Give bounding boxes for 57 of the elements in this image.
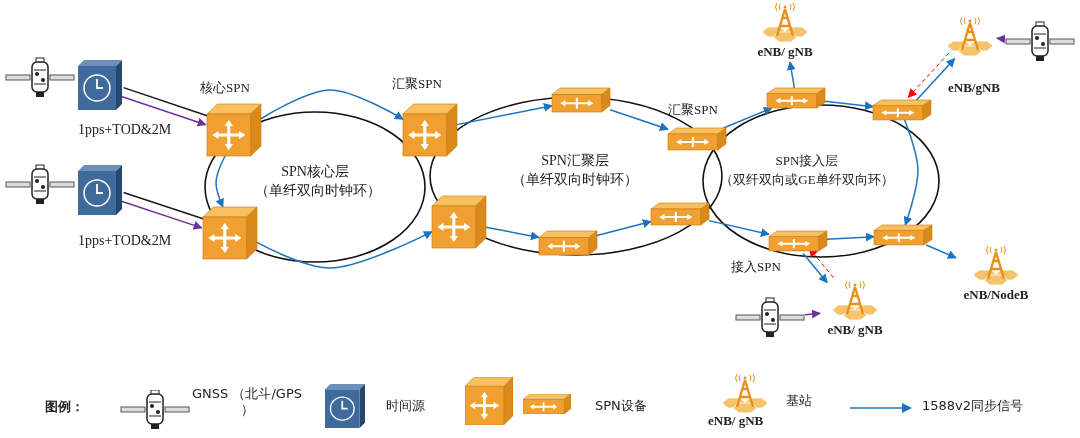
spn-device-icon bbox=[203, 207, 257, 259]
clock-icon bbox=[78, 165, 122, 215]
clock-icon bbox=[78, 60, 122, 110]
station-label: eNB/gNB bbox=[948, 80, 1000, 96]
arrow bbox=[996, 34, 1006, 44]
arrow bbox=[256, 230, 433, 269]
arrow bbox=[596, 219, 652, 237]
legend-label: GNSS （北斗/GPS ） bbox=[192, 386, 302, 418]
spn-device-icon bbox=[552, 88, 610, 112]
legend-heading: 图例： bbox=[45, 398, 84, 416]
station-label: eNB/ gNB bbox=[756, 44, 814, 60]
arrow bbox=[802, 252, 828, 284]
arrow bbox=[485, 226, 540, 241]
legend-label: 时间源 bbox=[386, 398, 425, 414]
arrow bbox=[903, 119, 919, 226]
satellite-icon bbox=[735, 298, 805, 338]
arrow bbox=[826, 232, 875, 242]
legend-label: 1588v2同步信号 bbox=[922, 398, 1024, 414]
legend-label: 基站 bbox=[786, 393, 812, 409]
layer-title: SPN汇聚层 bbox=[540, 152, 610, 170]
spn-device-icon bbox=[651, 203, 709, 225]
arrow bbox=[708, 219, 770, 237]
station-label: eNB/NodeB bbox=[962, 287, 1030, 303]
arrow bbox=[907, 52, 950, 98]
arrow bbox=[120, 95, 207, 127]
layer-subtitle: （单纤双向时钟环） bbox=[511, 171, 639, 189]
device-label: 汇聚SPN bbox=[668, 102, 718, 118]
legend-label: SPN设备 bbox=[595, 398, 647, 414]
satellite-icon bbox=[5, 58, 75, 98]
signal-label: 1pps+TOD&2M bbox=[78, 122, 172, 138]
satellite-icon bbox=[1005, 22, 1075, 62]
spn-device-icon bbox=[873, 100, 931, 120]
spn-device-icon bbox=[767, 88, 825, 108]
arrow bbox=[824, 100, 874, 111]
spn-device-icon bbox=[874, 225, 932, 245]
arrow bbox=[260, 89, 404, 120]
station-label: eNB/ gNB bbox=[826, 322, 884, 338]
spn-device-icon bbox=[432, 196, 486, 248]
arrow bbox=[120, 200, 203, 230]
satellite-icon bbox=[5, 165, 75, 205]
device-label: 接入SPN bbox=[731, 259, 781, 275]
station-label: eNB/ gNB bbox=[708, 413, 764, 429]
device-label: 核心SPN bbox=[200, 80, 250, 96]
device-label: 汇聚SPN bbox=[392, 76, 442, 92]
arrow bbox=[722, 106, 773, 129]
arrow bbox=[609, 109, 669, 131]
layer-title: SPN核心层 bbox=[280, 163, 350, 181]
layer-subtitle: （双纤双向或GE单纤双向环） bbox=[719, 171, 895, 189]
arrow bbox=[925, 244, 957, 259]
layer-subtitle: （单纤双向时钟环） bbox=[255, 182, 375, 200]
arrow bbox=[804, 309, 821, 319]
arrow bbox=[215, 155, 226, 208]
layer-title: SPN接入层 bbox=[774, 152, 840, 170]
signal-label: 1pps+TOD&2M bbox=[78, 233, 172, 249]
arrow bbox=[786, 61, 796, 89]
arrow bbox=[456, 102, 553, 126]
spn-device-icon bbox=[539, 231, 597, 255]
